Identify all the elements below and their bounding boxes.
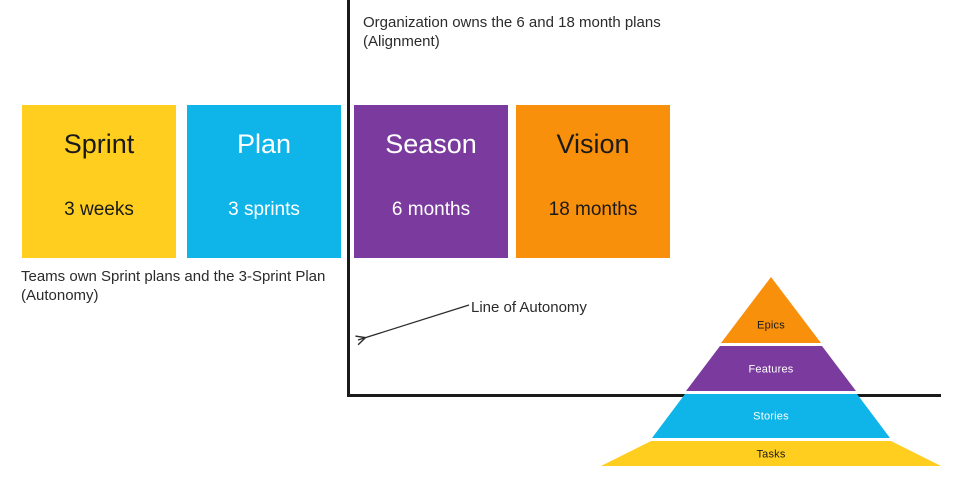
card-season[interactable]: Season 6 months	[354, 105, 508, 258]
card-plan[interactable]: Plan 3 sprints	[187, 105, 341, 258]
card-plan-subtitle: 3 sprints	[228, 199, 300, 220]
autonomy-arrow-icon	[345, 304, 470, 353]
card-vision[interactable]: Vision 18 months	[516, 105, 670, 258]
pyramid-layer-tasks	[601, 441, 941, 466]
pyramid-layer-epics	[721, 277, 821, 343]
card-sprint-subtitle: 3 weeks	[64, 199, 134, 220]
pyramid-label-epics: Epics	[757, 319, 785, 332]
horizontal-autonomy-line	[347, 394, 941, 397]
card-sprint[interactable]: Sprint 3 weeks	[22, 105, 176, 258]
pyramid-chart: Epics Features Stories Tasks	[598, 274, 944, 470]
card-season-title: Season	[385, 129, 477, 159]
card-season-subtitle: 6 months	[391, 199, 471, 220]
alignment-caption: Organization owns the 6 and 18 month pla…	[363, 14, 661, 50]
pyramid-label-stories: Stories	[753, 410, 789, 423]
pyramid-layer-features	[686, 346, 856, 391]
card-vision-title: Vision	[556, 129, 630, 159]
pyramid-label-features: Features	[748, 363, 794, 376]
line-of-autonomy-label: Line of Autonomy	[471, 299, 587, 316]
card-vision-subtitle: 18 months	[548, 199, 638, 220]
pyramid-label-tasks: Tasks	[756, 448, 786, 461]
autonomy-caption: Teams own Sprint plans and the 3-Sprint …	[21, 268, 326, 304]
vertical-divider-line	[347, 0, 350, 397]
card-sprint-title: Sprint	[63, 129, 135, 159]
pyramid-layer-stories	[652, 394, 890, 438]
card-plan-title: Plan	[236, 129, 292, 159]
